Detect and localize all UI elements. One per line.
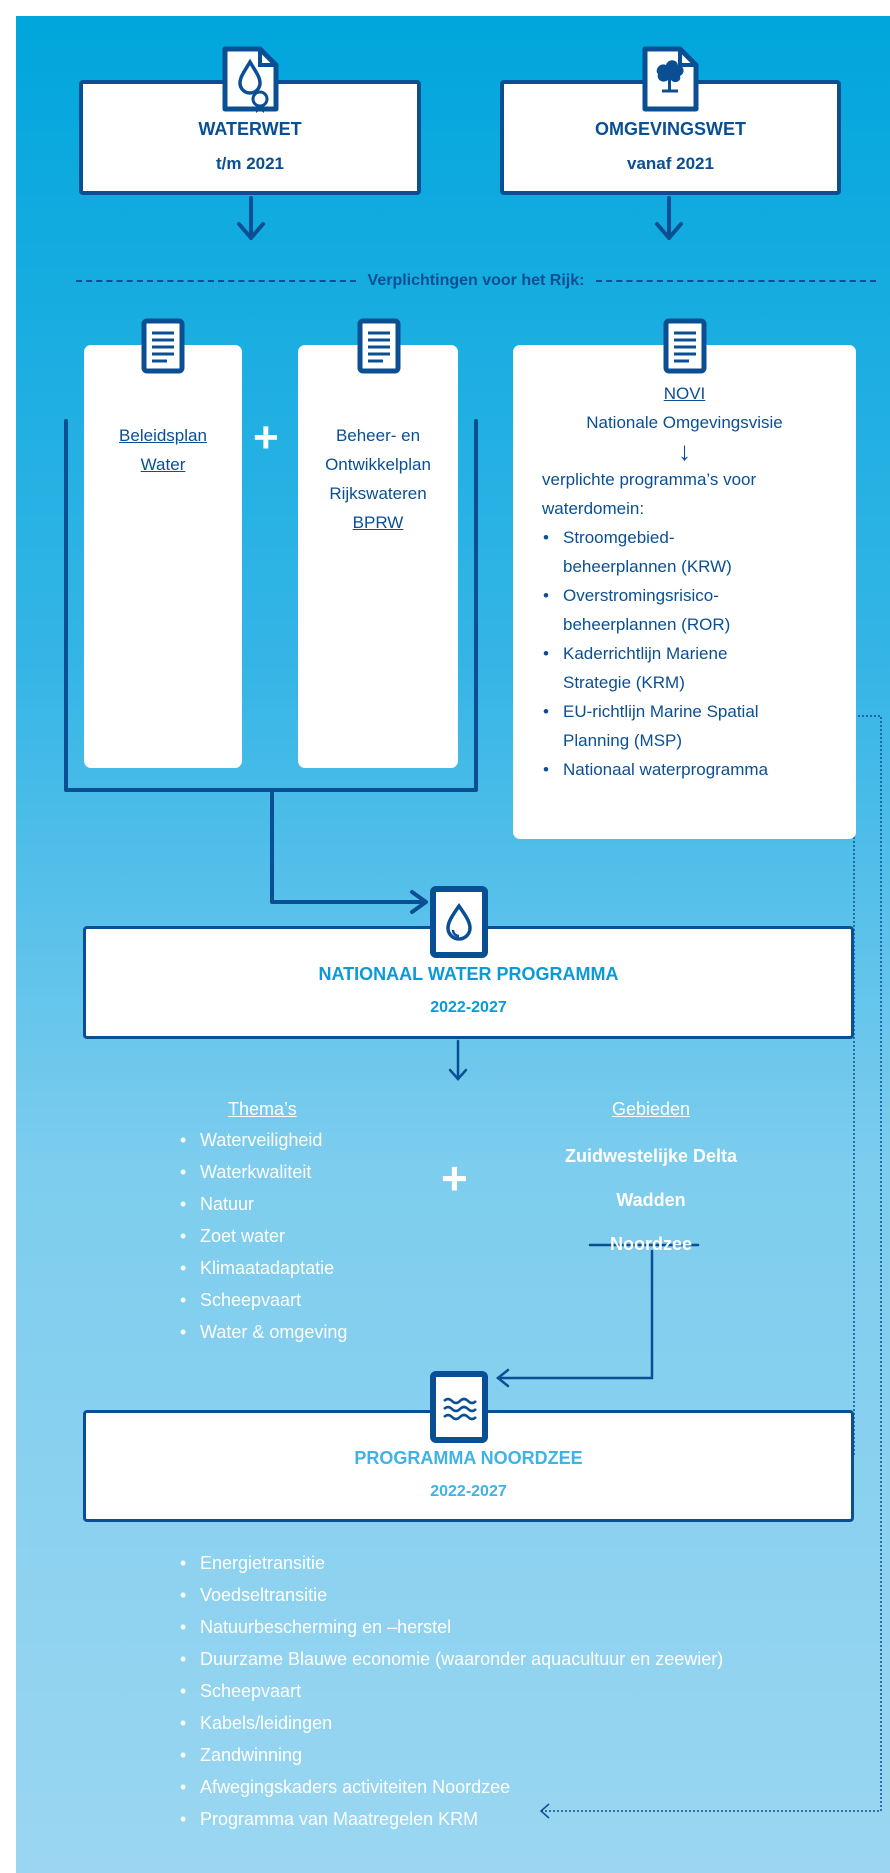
themas-list: Waterveiligheid Waterkwaliteit Natuur Zo… — [176, 1124, 426, 1348]
themas-section: Thema’s Waterveiligheid Waterkwaliteit N… — [176, 1099, 426, 1348]
beleidsplan-line2[interactable]: Water — [140, 455, 186, 474]
gebieden-heading[interactable]: Gebieden — [611, 1099, 691, 1119]
plus-icon: + — [253, 413, 279, 462]
nwp-title: NATIONAAL WATER PROGRAMMA — [318, 964, 619, 984]
list-item: Waterveiligheid — [176, 1124, 426, 1156]
diagram-canvas: WATERWET t/m 2021 OMGEVINGSWET vanaf 202… — [16, 16, 890, 1873]
list-item: Voedseltransitie — [176, 1579, 826, 1611]
bprw-card: Beheer- en Ontwikkelplan Rijkswateren BP… — [298, 345, 458, 768]
list-item: Natuur — [176, 1188, 426, 1220]
dashed-divider — [596, 280, 877, 282]
list-item: Kabels/leidingen — [176, 1707, 826, 1739]
gebied-item: Zuidwestelijke Delta — [564, 1146, 738, 1166]
bprw-link[interactable]: BPRW — [352, 513, 404, 532]
novi-subtitle: Nationale Omgevingsvisie — [586, 413, 783, 432]
nwp-years: 2022-2027 — [430, 999, 507, 1016]
list-item: Zandwinning — [176, 1739, 826, 1771]
novi-link[interactable]: NOVI — [663, 384, 706, 403]
list-item: Energietransitie — [176, 1547, 826, 1579]
bprw-line2: Ontwikkelplan — [325, 455, 431, 474]
list-item: Waterkwaliteit — [176, 1156, 426, 1188]
bprw-line1: Beheer- en — [335, 426, 421, 445]
novi-intro1: verplichte programma’s voor — [542, 470, 757, 489]
list-item: Scheepvaart — [176, 1675, 826, 1707]
list-item: Stroomgebied-beheerplannen (KRW) — [539, 523, 856, 581]
sea-waves-icon — [430, 1371, 488, 1443]
omgevingswet-subtitle: vanaf 2021 — [627, 154, 714, 173]
list-item: Scheepvaart — [176, 1284, 426, 1316]
connector-to-nwp — [270, 788, 426, 904]
themas-heading[interactable]: Thema’s — [228, 1099, 297, 1119]
water-document-icon — [222, 46, 279, 113]
document-icon — [141, 318, 185, 374]
arrow-down-icon: ↓ — [678, 436, 691, 466]
noordzee-title: PROGRAMMA NOORDZEE — [354, 1448, 583, 1468]
document-icon — [663, 318, 707, 374]
plus-icon: + — [441, 1152, 468, 1204]
novi-intro2: waterdomein: — [542, 499, 645, 518]
water-drop-icon — [430, 886, 488, 958]
gebied-item: Wadden — [616, 1190, 686, 1210]
noordzee-list: Energietransitie Voedseltransitie Natuur… — [176, 1547, 826, 1835]
list-item: Klimaatadaptatie — [176, 1252, 426, 1284]
list-item: Nationaal waterprogramma — [539, 755, 856, 784]
list-item: Afwegingskaders activiteiten Noordzee — [176, 1771, 826, 1803]
waterwet-subtitle: t/m 2021 — [215, 154, 285, 173]
list-item: Zoet water — [176, 1220, 426, 1252]
gebied-item-noordzee[interactable]: Noordzee — [609, 1234, 692, 1254]
dashed-divider — [76, 280, 356, 282]
obligations-row: Verplichtingen voor het Rijk: — [76, 266, 877, 296]
novi-list: Stroomgebied-beheerplannen (KRW) Overstr… — [513, 523, 856, 784]
list-item: Overstromingsrisico-beheerplannen (ROR) — [539, 581, 856, 639]
gebieden-section: Gebieden Zuidwestelijke Delta Wadden Noo… — [516, 1099, 786, 1266]
list-item: Duurzame Blauwe economie (waaronder aqua… — [176, 1643, 826, 1675]
noordzee-years: 2022-2027 — [430, 1483, 507, 1500]
omgevingswet-title: OMGEVINGSWET — [594, 119, 746, 139]
waterwet-title: WATERWET — [198, 119, 302, 139]
list-item: Programma van Maatregelen KRM — [176, 1803, 826, 1835]
list-item: Natuurbescherming en –herstel — [176, 1611, 826, 1643]
document-icon — [357, 318, 401, 374]
beleidsplan-line1[interactable]: Beleidsplan — [119, 426, 207, 445]
obligations-label: Verplichtingen voor het Rijk: — [367, 272, 585, 289]
list-item: Water & omgeving — [176, 1316, 426, 1348]
novi-card: NOVI Nationale Omgevingsvisie ↓ verplich… — [513, 345, 856, 839]
bprw-line3: Rijkswateren — [329, 484, 427, 503]
beleidsplan-card: Beleidsplan Water — [84, 345, 242, 768]
tree-document-icon — [642, 46, 699, 112]
